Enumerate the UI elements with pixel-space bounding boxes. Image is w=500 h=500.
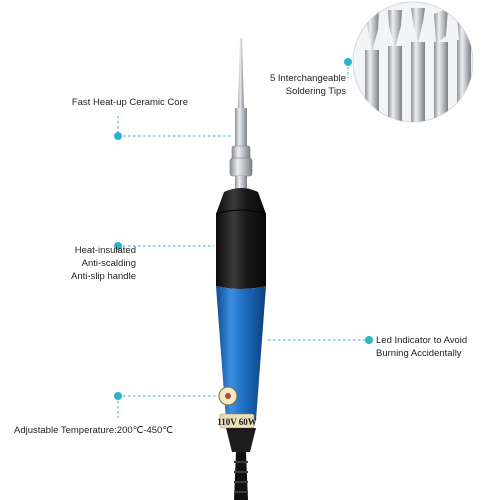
callout-line-temp bbox=[117, 395, 216, 418]
callout-core: Fast Heat-up Ceramic Core bbox=[71, 97, 188, 108]
callout-dot-core bbox=[114, 132, 122, 140]
barrel-nut bbox=[229, 145, 253, 190]
callout-dot-temp bbox=[114, 392, 122, 400]
callout-dot-led bbox=[365, 336, 373, 344]
callout-dot-handle bbox=[114, 242, 122, 250]
tip-5 bbox=[457, 18, 471, 122]
tip-4 bbox=[434, 8, 448, 122]
rating-text: 110V 60W bbox=[217, 417, 257, 427]
callout-tips: 5 Interchangeable Soldering Tips bbox=[269, 73, 346, 97]
black-grip bbox=[215, 188, 267, 289]
tips-inset bbox=[352, 1, 474, 123]
tip-3 bbox=[411, 8, 425, 122]
callout-led: Led Indicator to Avoid Burning Accidenta… bbox=[376, 335, 468, 359]
callout-line-core bbox=[117, 116, 232, 137]
power-cable bbox=[226, 428, 256, 500]
callout-handle: Heat-insulated Anti-scalding Anti-slip h… bbox=[71, 245, 136, 282]
soldering-tip bbox=[235, 38, 247, 148]
callout-dot-tips bbox=[344, 58, 352, 66]
callout-temp: Adjustable Temperature:200℃-450℃ bbox=[14, 425, 174, 436]
tip-2 bbox=[388, 10, 402, 122]
